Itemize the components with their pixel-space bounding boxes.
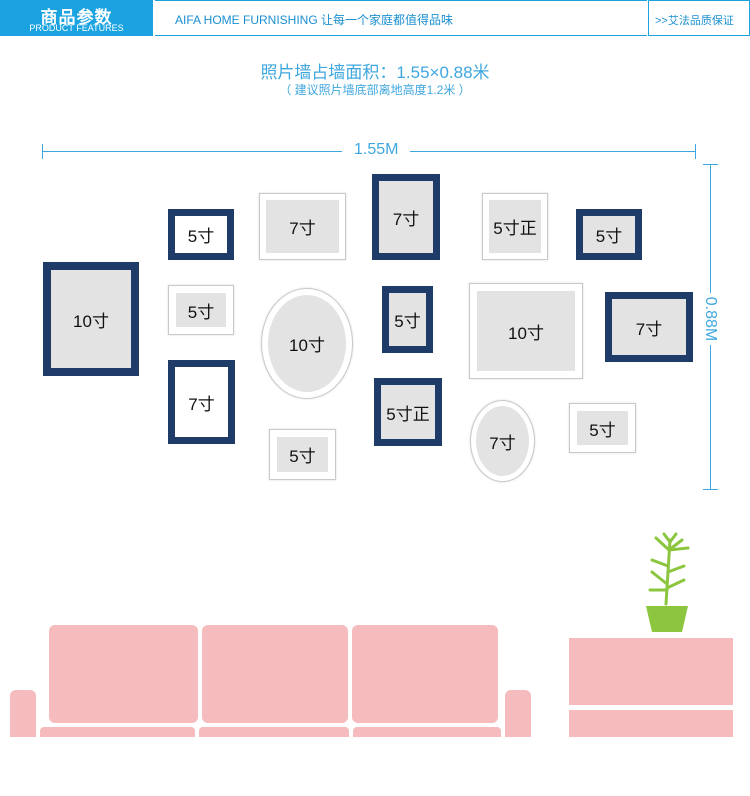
frame-size-label: 7寸 <box>489 433 516 453</box>
frame-size-label: 5寸 <box>595 227 623 246</box>
frame-size-label: 7寸 <box>289 219 316 238</box>
width-dimension-tick-right <box>695 144 696 159</box>
frame-size-label: 5寸 <box>187 302 215 322</box>
frame-size-label: 5寸 <box>289 447 316 466</box>
wall-area-title: 照片墙占墙面积：1.55×0.88米 <box>260 63 490 82</box>
side-table-bottom <box>569 710 733 737</box>
frame-size-label: 10寸 <box>73 311 109 331</box>
brand-text: AIFA HOME FURNISHING 让每一个家庭都值得品味 <box>175 13 454 27</box>
header-bar: 商品参数 PRODUCT FEATURES AIFA HOME FURNISHI… <box>0 0 750 36</box>
section-title: 商品参数 <box>40 8 113 27</box>
sofa-cushion <box>49 625 198 723</box>
section-subtitle: PRODUCT FEATURES <box>29 23 124 33</box>
sofa-seat <box>199 727 349 737</box>
section-title-block: 商品参数 PRODUCT FEATURES <box>0 0 153 36</box>
photo-frame-oval: 7寸 <box>470 400 535 482</box>
photo-frame: 7寸 <box>259 193 346 260</box>
frame-size-label: 7寸 <box>392 209 420 229</box>
wall-area-subtitle: （ 建议照片墙底部离地高度1.2米 ） <box>279 83 471 97</box>
photo-frame: 5寸 <box>576 209 642 260</box>
frame-size-label: 7寸 <box>188 394 215 414</box>
frame-size-label: 5寸 <box>394 312 421 331</box>
photo-frame: 7寸 <box>372 174 440 260</box>
height-dimension-tick-bottom <box>703 489 718 490</box>
sofa-cushion <box>352 625 498 723</box>
frame-size-label: 7寸 <box>635 319 663 339</box>
frame-size-label: 5寸 <box>187 227 215 246</box>
guarantee-link[interactable]: >>艾法品质保证 <box>648 0 750 36</box>
brand-banner: AIFA HOME FURNISHING 让每一个家庭都值得品味 <box>155 0 647 36</box>
sofa-arm-right <box>505 690 531 737</box>
photo-frame: 5寸 <box>269 429 336 480</box>
frame-size-label: 10寸 <box>508 323 544 343</box>
frame-size-label: 5寸正 <box>493 219 537 238</box>
photo-frame: 5寸 <box>168 285 234 335</box>
photo-frame: 5寸 <box>168 209 234 260</box>
sofa-seat <box>40 727 195 737</box>
sofa-cushion <box>202 625 348 723</box>
photo-frame-oval: 10寸 <box>261 288 353 399</box>
photo-frame: 5寸正 <box>374 378 442 446</box>
height-dimension-tick-top <box>703 164 718 165</box>
side-table-top <box>569 638 733 705</box>
frame-size-label: 5寸 <box>589 420 616 440</box>
sofa-arm-left <box>10 690 36 737</box>
width-dimension-tick-left <box>42 144 43 159</box>
photo-frame: 7寸 <box>168 360 235 444</box>
width-label: 1.55M <box>342 141 411 159</box>
frame-size-label: 5寸正 <box>386 404 430 424</box>
height-label: 0.88M <box>701 293 719 345</box>
photo-frame: 5寸 <box>382 286 433 353</box>
photo-frame: 5寸 <box>569 403 636 453</box>
photo-frame: 5寸正 <box>482 193 548 260</box>
photo-frame: 7寸 <box>605 292 693 362</box>
photo-frame: 10寸 <box>43 262 139 376</box>
photo-frame: 10寸 <box>469 283 583 379</box>
plant-icon <box>646 532 690 632</box>
guarantee-text: >>艾法品质保证 <box>655 15 734 27</box>
sofa-seat <box>353 727 501 737</box>
frame-size-label: 10寸 <box>289 336 325 355</box>
